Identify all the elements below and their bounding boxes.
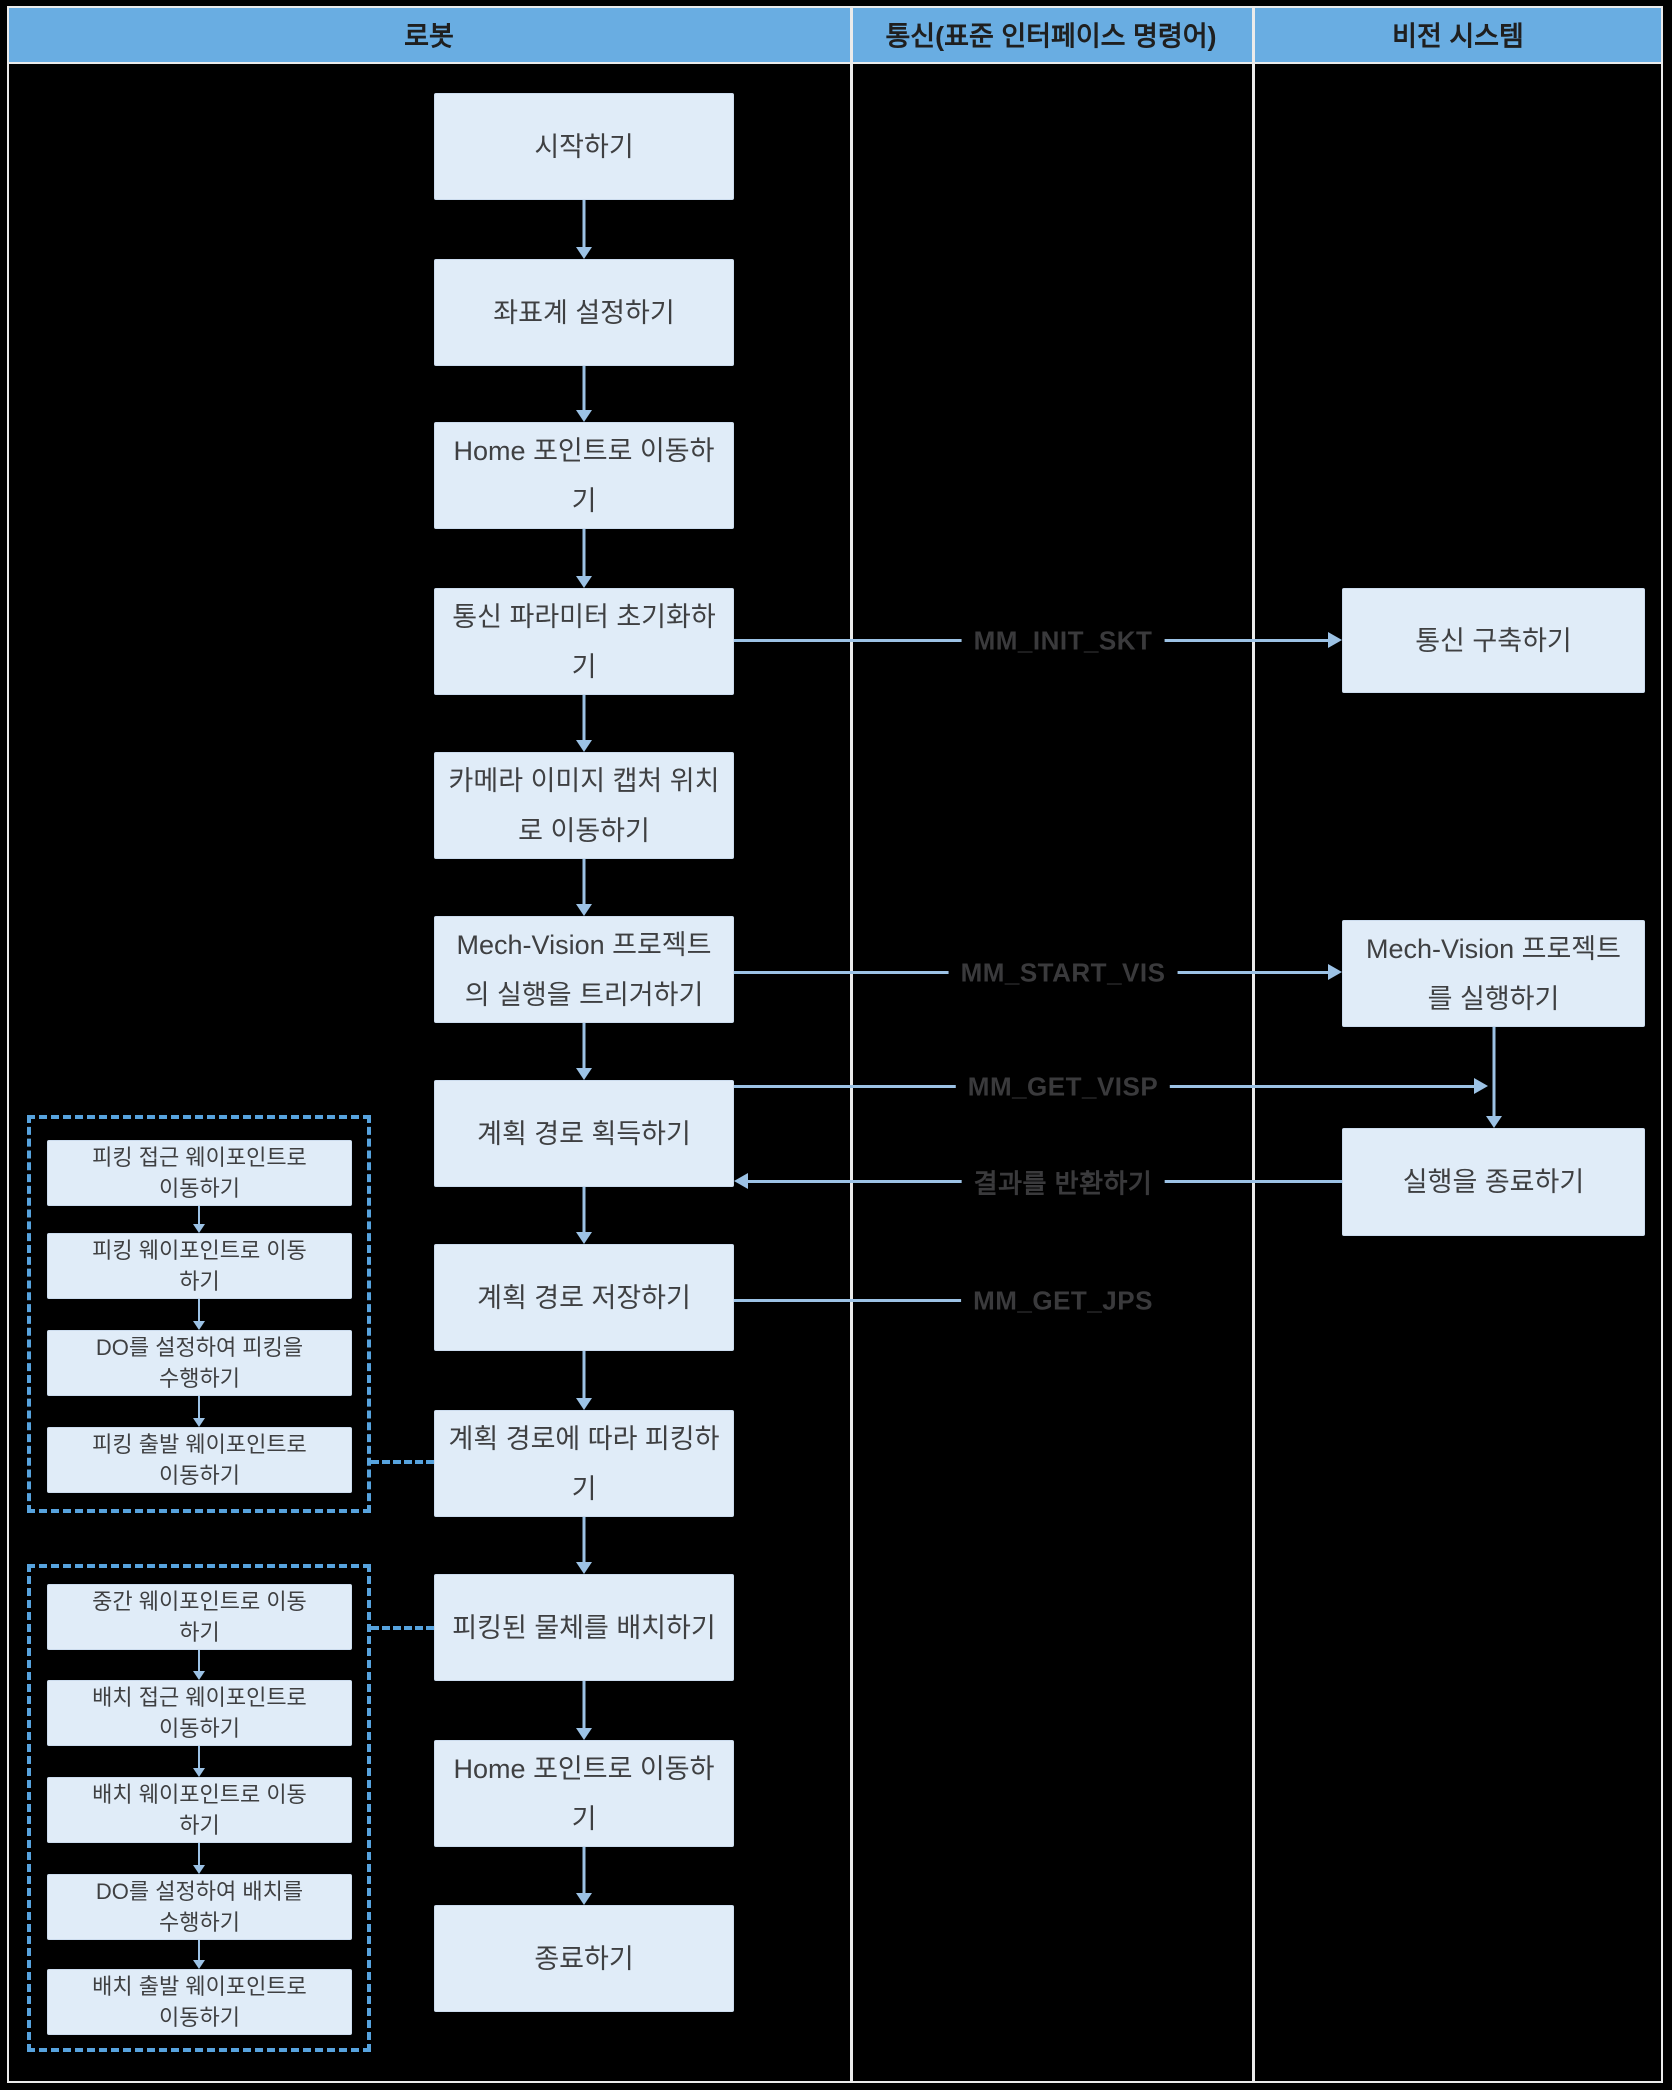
message-label-init-socket: MM_INIT_SKT: [961, 625, 1165, 657]
down-arrow-icon: [1486, 1027, 1502, 1128]
lane-header-robot: 로봇: [404, 21, 454, 52]
down-arrow-icon: [576, 1847, 592, 1905]
down-arrow-icon: [193, 1206, 205, 1233]
substep-move-placing-approach-waypoint: 배치 접근 웨이포인트로 이동하기: [47, 1680, 352, 1746]
lane-header-band: [7, 6, 1663, 64]
flow-box-move-home-1: Home 포인트로 이동하 기: [434, 422, 734, 529]
down-arrow-icon: [193, 1650, 205, 1680]
lane-separator-1: [850, 6, 853, 2083]
flow-box-end: 종료하기: [434, 1905, 734, 2012]
right-arrow-icon: [1328, 964, 1342, 980]
substep-move-picking-waypoint: 피킹 웨이포인트로 이동 하기: [47, 1233, 352, 1299]
flow-box-pick-along-path: 계획 경로에 따라 피킹하 기: [434, 1410, 734, 1517]
substep-set-do-perform-placing: DO를 설정하여 배치를 수행하기: [47, 1874, 352, 1940]
picking-group-link: [371, 1460, 434, 1464]
down-arrow-icon: [193, 1396, 205, 1427]
flow-box-init-comm-params: 통신 파라미터 초기화하 기: [434, 588, 734, 695]
down-arrow-icon: [193, 1843, 205, 1874]
flow-box-set-coordinate-system: 좌표계 설정하기: [434, 259, 734, 366]
down-arrow-icon: [576, 1517, 592, 1574]
placing-substeps-group: [27, 1564, 371, 2052]
down-arrow-icon: [576, 200, 592, 259]
flow-box-establish-communication: 통신 구축하기: [1342, 588, 1645, 693]
lane-header-vision-system: 비전 시스템: [1392, 21, 1524, 52]
down-arrow-icon: [193, 1299, 205, 1330]
flow-box-start: 시작하기: [434, 93, 734, 200]
down-arrow-icon: [576, 1351, 592, 1410]
down-arrow-icon: [193, 1746, 205, 1777]
substep-move-picking-departure-waypoint: 피킹 출발 웨이포인트로 이동하기: [47, 1427, 352, 1493]
connector-get-jps: [734, 1299, 1158, 1302]
flow-box-save-planned-path: 계획 경로 저장하기: [434, 1244, 734, 1351]
right-arrow-icon: [1474, 1078, 1488, 1094]
down-arrow-icon: [576, 1187, 592, 1244]
message-label-get-vision-path: MM_GET_VISP: [955, 1071, 1171, 1103]
picking-substeps-group: [27, 1115, 371, 1513]
substep-move-placing-waypoint: 배치 웨이포인트로 이동 하기: [47, 1777, 352, 1843]
flow-box-finish-execution: 실행을 종료하기: [1342, 1128, 1645, 1236]
substep-set-do-perform-picking: DO를 설정하여 피킹을 수행하기: [47, 1330, 352, 1396]
placing-group-link: [371, 1626, 434, 1630]
down-arrow-icon: [576, 1681, 592, 1740]
substep-move-picking-approach-waypoint: 피킹 접근 웨이포인트로 이동하기: [47, 1140, 352, 1206]
left-arrow-icon: [734, 1173, 748, 1189]
flow-box-get-planned-path: 계획 경로 획득하기: [434, 1080, 734, 1187]
down-arrow-icon: [576, 529, 592, 588]
right-arrow-icon: [1328, 632, 1342, 648]
down-arrow-icon: [193, 1940, 205, 1969]
flow-box-place-picked-object: 피킹된 물체를 배치하기: [434, 1574, 734, 1681]
flow-box-trigger-mech-vision: Mech-Vision 프로젝트 의 실행을 트리거하기: [434, 916, 734, 1023]
substep-move-intermediate-waypoint: 중간 웨이포인트로 이동 하기: [47, 1584, 352, 1650]
flow-box-move-home-2: Home 포인트로 이동하 기: [434, 1740, 734, 1847]
substep-move-placing-departure-waypoint: 배치 출발 웨이포인트로 이동하기: [47, 1969, 352, 2035]
down-arrow-icon: [576, 859, 592, 916]
down-arrow-icon: [576, 366, 592, 422]
down-arrow-icon: [576, 695, 592, 752]
message-label-start-vision: MM_START_VIS: [948, 957, 1178, 989]
message-label-return-result: 결과를 반환하기: [961, 1163, 1165, 1201]
lane-separator-2: [1252, 6, 1255, 2083]
message-label-get-jps: MM_GET_JPS: [961, 1285, 1165, 1317]
flow-box-move-capture-position: 카메라 이미지 캡처 위치 로 이동하기: [434, 752, 734, 859]
flow-box-run-mech-vision-project: Mech-Vision 프로젝트 를 실행하기: [1342, 920, 1645, 1027]
lane-header-communication: 통신(표준 인터페이스 명령어): [885, 21, 1217, 52]
down-arrow-icon: [576, 1023, 592, 1080]
